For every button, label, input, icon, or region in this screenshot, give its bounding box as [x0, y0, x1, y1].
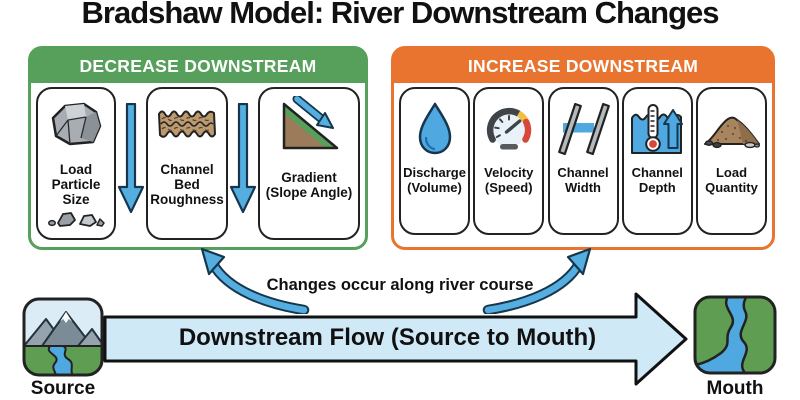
sediment-pile-icon — [702, 94, 762, 164]
card-gradient-slope: Gradient (Slope Angle) — [258, 87, 360, 241]
card-label: Velocity (Speed) — [484, 165, 534, 195]
card-label: Channel Bed Roughness — [150, 162, 224, 208]
card-label: Gradient (Slope Angle) — [265, 170, 353, 201]
mountain-source-icon — [22, 297, 104, 377]
card-label: Load Quantity — [705, 165, 758, 195]
increase-panel-body: Discharge (Volume) Velocity (Speed) — [394, 83, 772, 247]
rock-icon — [48, 94, 104, 156]
increase-panel: INCREASE DOWNSTREAM Discharge (Volume) — [391, 46, 775, 250]
card-channel-width: Channel Width — [547, 87, 619, 235]
decrease-panel-header: DECREASE DOWNSTREAM — [31, 49, 365, 83]
card-discharge: Discharge (Volume) — [399, 87, 470, 235]
curved-arrow-right-icon — [482, 247, 592, 314]
small-rocks-icon — [47, 207, 105, 232]
river-course-caption: Changes occur along river course — [266, 276, 534, 294]
card-velocity: Velocity (Speed) — [473, 87, 545, 235]
river-mouth-icon — [693, 295, 777, 375]
riverbed-texture-icon — [157, 94, 217, 156]
card-channel-depth: Channel Depth — [621, 87, 693, 235]
card-label: Channel Width — [557, 165, 609, 195]
speedometer-icon — [481, 94, 537, 164]
card-label: Channel Depth — [631, 165, 683, 195]
curved-arrows-layer — [200, 247, 592, 314]
card-label: Discharge (Volume) — [403, 165, 466, 195]
channel-width-icon — [555, 94, 611, 164]
increase-panel-header: INCREASE DOWNSTREAM — [394, 49, 772, 83]
channel-depth-icon — [629, 94, 685, 164]
decrease-arrow-icon — [228, 102, 258, 220]
downstream-flow-label: Downstream Flow (Source to Mouth) — [178, 324, 597, 351]
card-load-particle-size: Load Particle Size — [36, 87, 116, 241]
decrease-panel-body: Load Particle Size — [31, 83, 365, 252]
card-label: Load Particle Size — [51, 162, 101, 208]
card-load-quantity: Load Quantity — [696, 87, 767, 235]
downstream-flow-arrow — [103, 292, 688, 386]
mouth-label: Mouth — [706, 378, 764, 399]
decrease-panel: DECREASE DOWNSTREAM Load Particle Size — [28, 46, 368, 250]
curved-arrow-left-icon — [200, 247, 310, 314]
card-channel-bed-roughness: Channel Bed Roughness — [146, 87, 228, 241]
page-title: Bradshaw Model: River Downstream Changes — [81, 0, 720, 30]
water-drop-icon — [413, 94, 457, 164]
source-label: Source — [30, 378, 96, 399]
decrease-arrow-icon — [116, 102, 146, 220]
slope-icon — [277, 94, 341, 156]
